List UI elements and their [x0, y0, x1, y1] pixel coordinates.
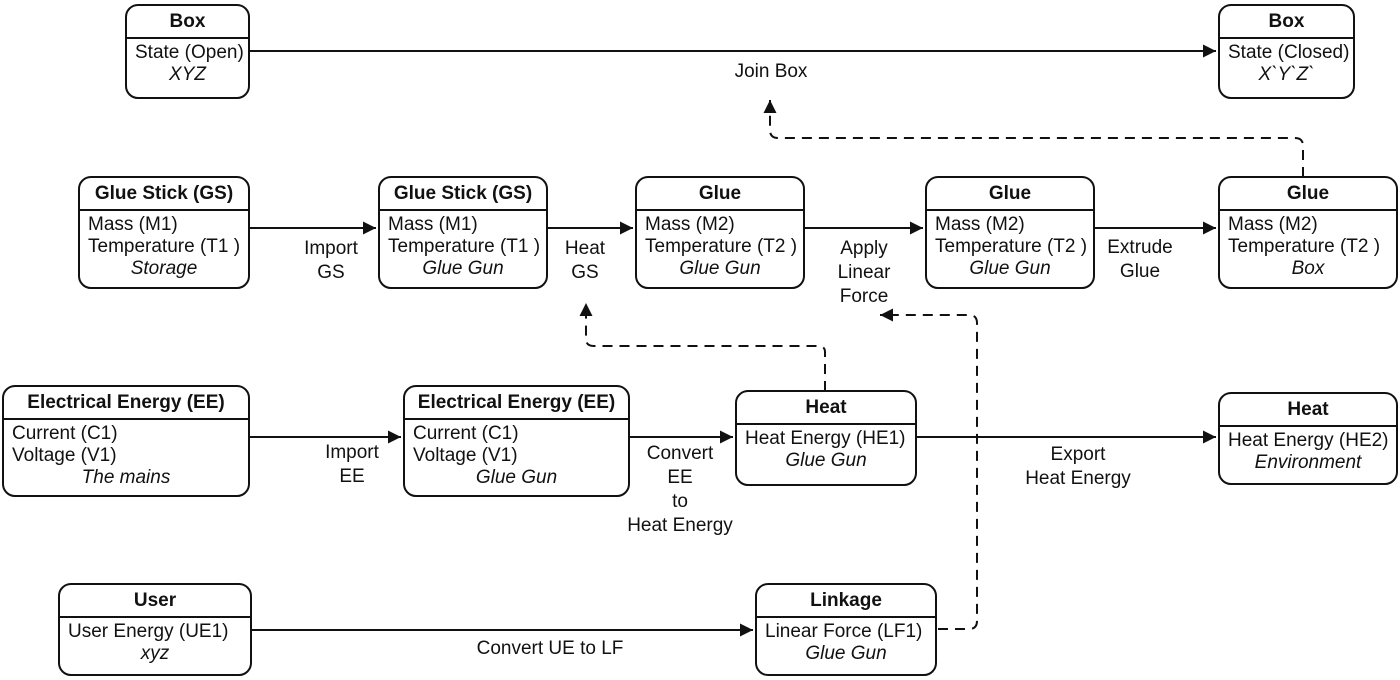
node-user: User User Energy (UE1) xyz	[58, 583, 252, 676]
node-attribute: Temperature (T2 )	[1228, 236, 1381, 257]
mechanism-linkage-to-apply-force	[880, 308, 978, 630]
node-title: Electrical Energy (EE)	[4, 387, 248, 420]
node-box-closed: Box State (Closed) X`Y`Z`	[1218, 4, 1355, 99]
node-attribute: Voltage (V1)	[12, 445, 117, 466]
node-body: Heat Energy (HE2) Environment	[1220, 427, 1396, 474]
node-attribute: User Energy (UE1)	[68, 621, 229, 642]
node-title: Glue Stick (GS)	[380, 178, 546, 211]
node-heat-gluegun: Heat Heat Energy (HE1) Glue Gun	[735, 390, 917, 486]
node-title: Glue	[927, 178, 1093, 211]
node-attribute: Mass (M2)	[645, 214, 735, 235]
node-location: The mains	[81, 467, 171, 488]
node-box-open: Box State (Open) XYZ	[125, 4, 250, 99]
node-attribute: Mass (M1)	[88, 214, 178, 235]
node-body: State (Closed) X`Y`Z`	[1220, 39, 1353, 86]
node-glue-box: Glue Mass (M2) Temperature (T2 ) Box	[1218, 176, 1398, 289]
node-attribute: Temperature (T2 )	[645, 236, 798, 257]
node-attribute: State (Open)	[135, 42, 244, 63]
node-glue-stick-storage: Glue Stick (GS) Mass (M1) Temperature (T…	[78, 176, 250, 289]
node-location: Environment	[1254, 452, 1362, 473]
node-attribute: Current (C1)	[12, 423, 118, 444]
node-location: Glue Gun	[785, 450, 867, 471]
mechanism-glue-to-join-box	[763, 100, 1304, 177]
edge-label-heat-gs: Heat GS	[564, 238, 606, 283]
node-location: Glue Gun	[969, 258, 1051, 279]
node-title: Heat	[737, 392, 915, 425]
node-attribute: Temperature (T2 )	[935, 236, 1088, 257]
node-title: Electrical Energy (EE)	[405, 387, 628, 420]
node-body: Mass (M1) Temperature (T1 ) Glue Gun	[380, 211, 546, 280]
node-attribute: Mass (M2)	[935, 214, 1025, 235]
edge-label-export-heat-energy: Export Heat Energy	[1025, 444, 1131, 489]
node-body: Mass (M2) Temperature (T2 ) Glue Gun	[927, 211, 1093, 280]
node-title: Linkage	[757, 585, 935, 618]
node-body: User Energy (UE1) xyz	[60, 618, 250, 665]
node-attribute: Linear Force (LF1)	[765, 621, 923, 642]
node-location: Glue Gun	[679, 258, 761, 279]
node-title: Heat	[1220, 394, 1396, 427]
node-attribute: Heat Energy (HE1)	[745, 428, 906, 449]
node-title: Glue Stick (GS)	[80, 178, 248, 211]
node-ee-gluegun: Electrical Energy (EE) Current (C1) Volt…	[403, 385, 630, 497]
node-title: Box	[127, 6, 248, 39]
node-attribute: Voltage (V1)	[413, 445, 518, 466]
edge-label-convert-ee-to-heat: Convert EE to Heat Energy	[627, 443, 733, 536]
node-body: State (Open) XYZ	[127, 39, 248, 86]
node-glue-gluegun-2: Glue Mass (M2) Temperature (T2 ) Glue Gu…	[925, 176, 1095, 289]
node-ee-mains: Electrical Energy (EE) Current (C1) Volt…	[2, 385, 250, 497]
node-attribute: State (Closed)	[1228, 42, 1350, 63]
node-location: Glue Gun	[805, 643, 887, 664]
node-location: Box	[1291, 258, 1325, 279]
node-title: Glue	[637, 178, 803, 211]
edge-label-join-box: Join Box	[734, 61, 808, 82]
node-location: X`Y`Z`	[1258, 64, 1315, 85]
edge-label-import-ee: Import EE	[325, 442, 379, 487]
node-location: xyz	[140, 643, 170, 664]
node-location: Glue Gun	[475, 467, 558, 488]
node-location: XYZ	[169, 64, 206, 85]
node-attribute: Heat Energy (HE2)	[1228, 430, 1389, 451]
edge-label-convert-ue-to-lf: Convert UE to LF	[476, 638, 624, 659]
node-location: Glue Gun	[422, 258, 504, 279]
node-body: Heat Energy (HE1) Glue Gun	[737, 425, 915, 472]
node-attribute: Mass (M1)	[388, 214, 478, 235]
node-attribute: Mass (M2)	[1228, 214, 1318, 235]
edge-label-extrude-glue: Extrude Glue	[1107, 237, 1173, 282]
node-body: Linear Force (LF1) Glue Gun	[757, 618, 935, 665]
node-location: Storage	[130, 258, 198, 279]
edge-label-import-gs: Import GS	[304, 238, 358, 283]
node-attribute: Temperature (T1 )	[88, 236, 241, 257]
node-body: Current (C1) Voltage (V1) The mains	[4, 420, 248, 489]
node-title: Glue	[1220, 178, 1396, 211]
edge-label-apply-linear-force: Apply Linear Force	[837, 238, 891, 307]
node-linkage: Linkage Linear Force (LF1) Glue Gun	[755, 583, 937, 676]
node-body: Mass (M1) Temperature (T1 ) Storage	[80, 211, 248, 280]
node-body: Mass (M2) Temperature (T2 ) Box	[1220, 211, 1396, 280]
node-attribute: Current (C1)	[413, 423, 519, 444]
node-attribute: Temperature (T1 )	[388, 236, 541, 257]
node-title: User	[60, 585, 250, 618]
node-glue-stick-gluegun: Glue Stick (GS) Mass (M1) Temperature (T…	[378, 176, 548, 289]
node-glue-gluegun-1: Glue Mass (M2) Temperature (T2 ) Glue Gu…	[635, 176, 805, 289]
node-body: Current (C1) Voltage (V1) Glue Gun	[405, 420, 628, 489]
node-title: Box	[1220, 6, 1353, 39]
node-body: Mass (M2) Temperature (T2 ) Glue Gun	[637, 211, 803, 280]
node-heat-environment: Heat Heat Energy (HE2) Environment	[1218, 392, 1398, 485]
mechanism-heat-to-heat-gs	[579, 303, 826, 391]
